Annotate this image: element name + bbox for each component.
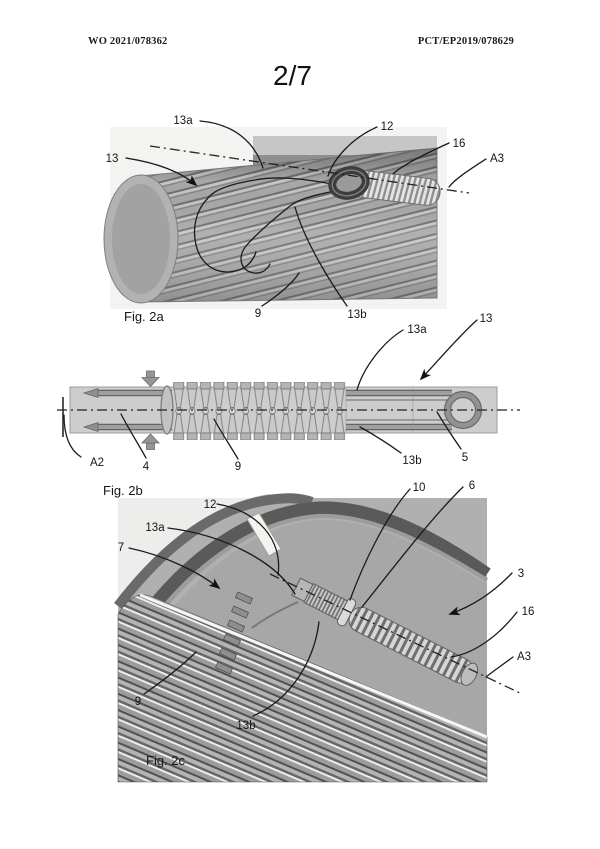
fig2a-spring-arm-upper xyxy=(193,177,333,273)
fig2c-leader-6 xyxy=(361,486,464,608)
fig2b-caption: Fig. 2b xyxy=(103,483,143,498)
fig2c-leader-7-arrow xyxy=(128,547,221,590)
fig2b-leader-A2 xyxy=(63,414,82,458)
fig2c-label-9: 9 xyxy=(135,696,141,708)
fig2a-leader-13b xyxy=(294,206,348,307)
fig2a-label-A3: A3 xyxy=(490,153,504,165)
fig2b-label-9: 9 xyxy=(235,461,241,473)
fig2c-spring-end xyxy=(460,662,479,686)
fig2b-flow-arrow-down xyxy=(141,370,160,388)
fig2c-drawing: 12 10 6 13a 7 3 16 A3 9 13b Fig. 2c xyxy=(114,480,535,783)
fig2a-label-9: 9 xyxy=(255,308,261,320)
fig2c-outer-rim xyxy=(114,493,314,610)
fig2c-leader-A3 xyxy=(485,656,514,678)
fig2b-fin-stack xyxy=(172,382,346,440)
fig2b-label-A2: A2 xyxy=(90,457,104,469)
fig2c-label-13a: 13a xyxy=(145,522,165,534)
fig2a-leader-A3 xyxy=(448,158,487,188)
fig2c-leader-9 xyxy=(143,651,197,695)
fig2b-label-5: 5 xyxy=(462,452,468,464)
fig2b-eyelet-inner-edge xyxy=(449,396,477,424)
fig2a-label-13: 13 xyxy=(106,153,119,165)
fig2a-caption: Fig. 2a xyxy=(124,309,165,324)
fig2c-label-10: 10 xyxy=(413,482,426,494)
fig2c-fin-spacer-chain xyxy=(214,591,254,675)
fig2c-label-6: 6 xyxy=(469,480,475,492)
fig2b-drawing: 13a 13 A2 4 9 13b 5 Fig. 2b xyxy=(57,313,520,498)
fig2b-label-13b: 13b xyxy=(402,455,421,467)
fig2b-label-4: 4 xyxy=(143,461,150,473)
fig2c-leader-3-arrow xyxy=(448,572,513,616)
fig2a-axis-line-A3 xyxy=(149,145,470,194)
fig2a-leader-16 xyxy=(392,142,450,175)
fig2a-backdrop-upper xyxy=(253,136,437,155)
fig2c-label-16: 16 xyxy=(522,606,535,618)
fig2a-drawing: 13a 12 16 A3 13 9 13b Fig. 2a xyxy=(103,115,504,324)
fig2c-wire-arm xyxy=(251,601,299,629)
fig2b-rod-arrow-bottom xyxy=(82,421,99,433)
fig2c-leader-10 xyxy=(349,488,411,601)
fig2b-label-13a: 13a xyxy=(407,324,427,336)
fig2a-label-16: 16 xyxy=(453,138,466,150)
fig2c-label-7: 7 xyxy=(118,542,124,554)
fig2c-rim-lip xyxy=(156,513,489,616)
fig2b-leader-13b xyxy=(359,426,402,454)
fig2a-tube-end-inner xyxy=(112,184,170,294)
fig2b-leader-5 xyxy=(436,411,462,450)
fig2c-leader-13a xyxy=(167,527,296,595)
publication-number: WO 2021/078362 xyxy=(88,36,168,47)
fig2b-label-13: 13 xyxy=(480,313,493,325)
fig2a-leader-13a xyxy=(199,120,264,169)
sheet-number: 2/7 xyxy=(273,60,312,91)
application-number: PCT/EP2019/078629 xyxy=(417,36,514,47)
fig2c-bundle-highlight xyxy=(139,593,488,739)
fig2a-spring-arm-lower xyxy=(240,191,331,274)
fig2b-rod-arrow-top xyxy=(82,387,99,399)
fig2b-flow-arrow-up xyxy=(141,433,160,450)
fig2c-leader-13b xyxy=(252,621,320,717)
fig2b-leader-13a xyxy=(356,329,404,391)
fig2b-leader-13-arrow xyxy=(419,319,478,381)
fig2a-leader-12 xyxy=(327,126,378,177)
fig2a-leader-9 xyxy=(261,272,300,307)
fig2c-label-13b: 13b xyxy=(236,720,255,732)
fig2a-eyelet xyxy=(328,166,370,200)
fig2c-leader-16 xyxy=(450,611,518,658)
fig2a-label-12: 12 xyxy=(381,121,394,133)
fig2b-leader-4 xyxy=(120,413,147,459)
fig2c-inner-rim xyxy=(144,501,491,615)
fig2b-rods xyxy=(96,389,452,431)
fig2c-label-A3: A3 xyxy=(517,651,531,663)
fig2a-label-13a: 13a xyxy=(173,115,193,127)
fig2a-label-13b: 13b xyxy=(347,309,366,321)
fig2c-ledge-strip xyxy=(246,512,282,557)
fig2c-leader-12 xyxy=(216,503,280,576)
fig2c-label-3: 3 xyxy=(518,568,524,580)
fig2b-leader-9 xyxy=(213,418,239,460)
fig2c-outer-corner xyxy=(118,498,258,600)
fig2c-axis-line-A3 xyxy=(269,573,523,695)
fig2a-leader-13-arrow xyxy=(125,157,198,187)
fig2a-eyelet-highlight xyxy=(331,169,367,197)
fig2c-caption: Fig. 2c xyxy=(146,753,186,768)
fig2c-label-12: 12 xyxy=(204,499,217,511)
